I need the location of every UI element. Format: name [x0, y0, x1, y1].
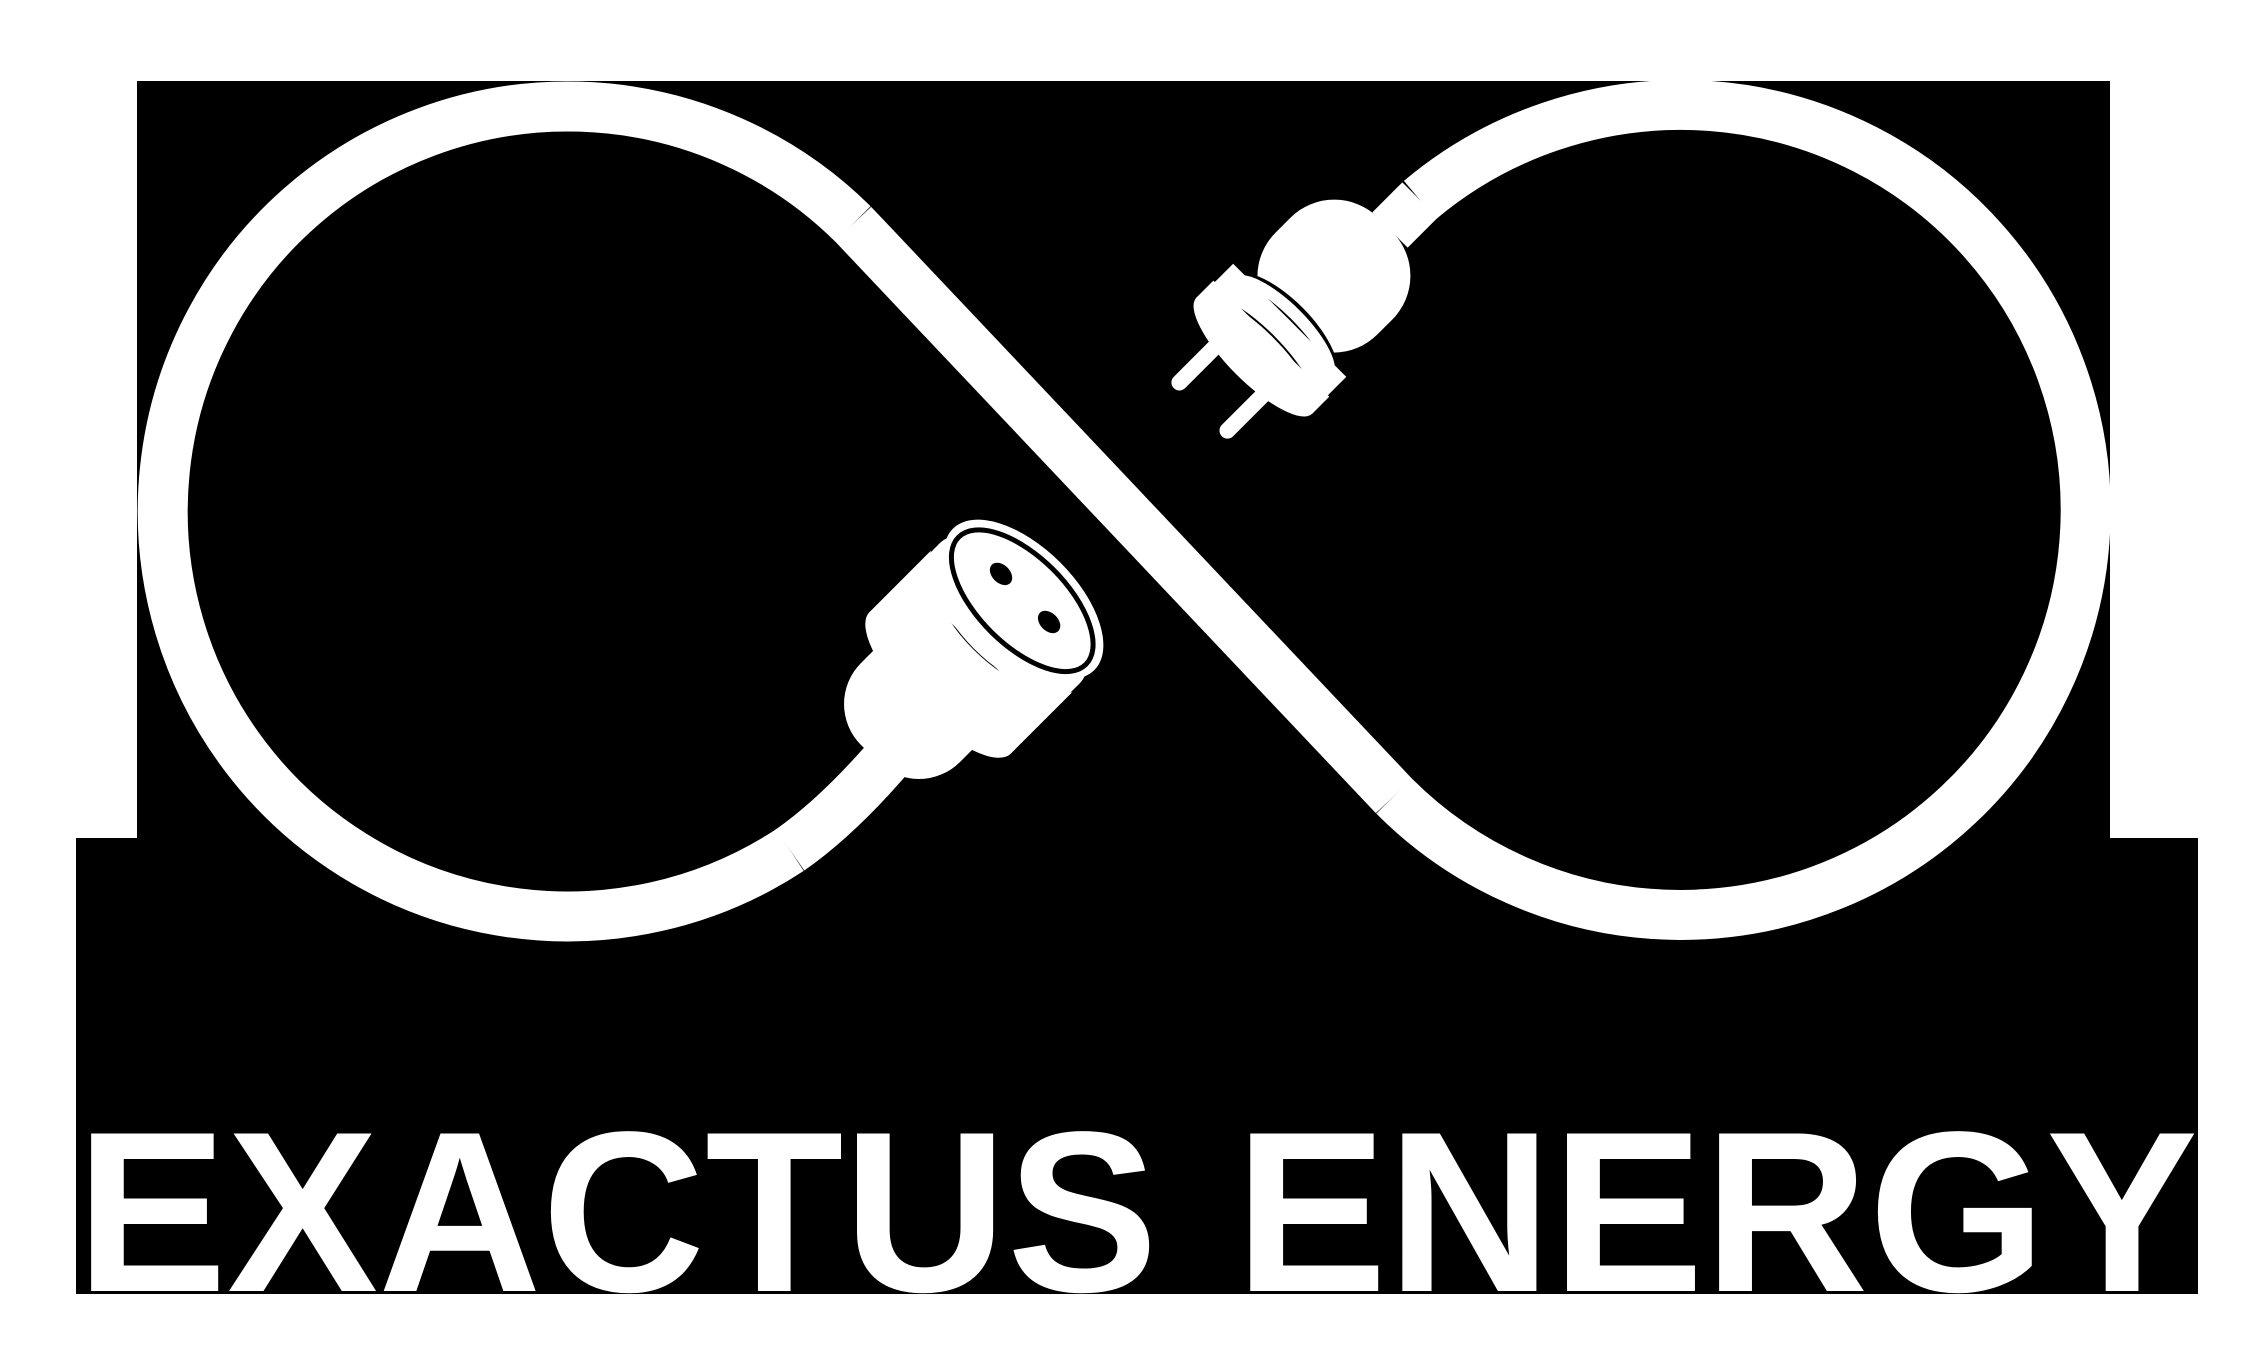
infinity-cord-icon	[137, 79, 2111, 942]
wordmark-energy: ENERGY	[1235, 1084, 2198, 1340]
wordmark-exactus: EXACTUS	[76, 1084, 1158, 1340]
wordmark: EXACTUS ENERGY	[76, 1084, 2198, 1340]
socket-icon	[844, 519, 1104, 779]
plug-icon	[1171, 199, 1411, 439]
